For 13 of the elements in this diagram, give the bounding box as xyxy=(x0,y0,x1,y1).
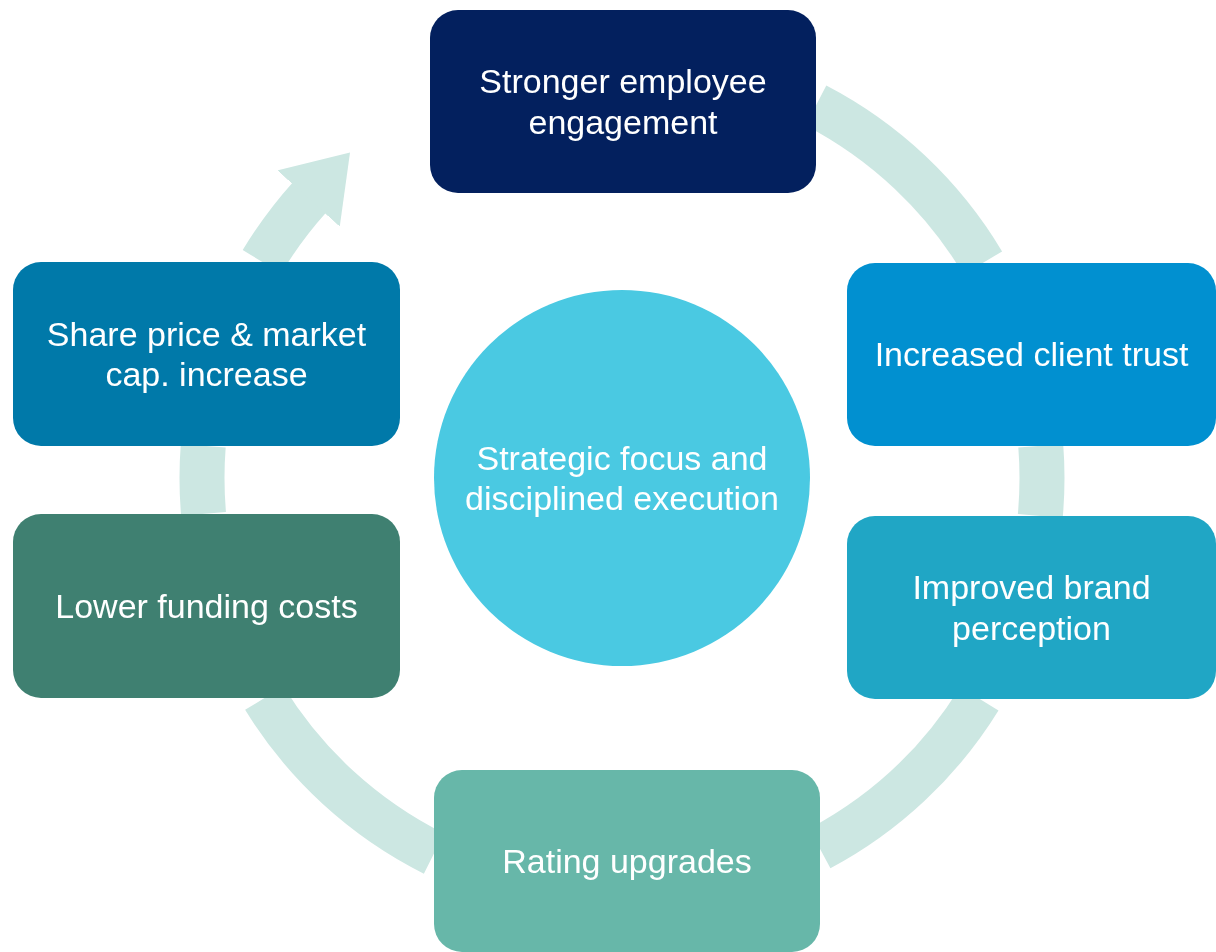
step-box xyxy=(847,516,1216,699)
node-label: Stronger employee engagement xyxy=(478,61,768,142)
node-label: Rating upgrades xyxy=(502,840,752,882)
step-box xyxy=(434,770,820,952)
node-label: Strategic focus and disciplined execution xyxy=(464,437,780,519)
node-label: Share price & market cap. increase xyxy=(45,313,368,395)
node-label: Lower funding costs xyxy=(55,585,358,627)
step-box xyxy=(13,514,400,698)
node-label: Improved brand perception xyxy=(911,567,1152,648)
step-box xyxy=(430,10,816,193)
step-box xyxy=(13,262,400,446)
node-label: Increased client trust xyxy=(874,334,1189,375)
step-box xyxy=(847,263,1216,446)
